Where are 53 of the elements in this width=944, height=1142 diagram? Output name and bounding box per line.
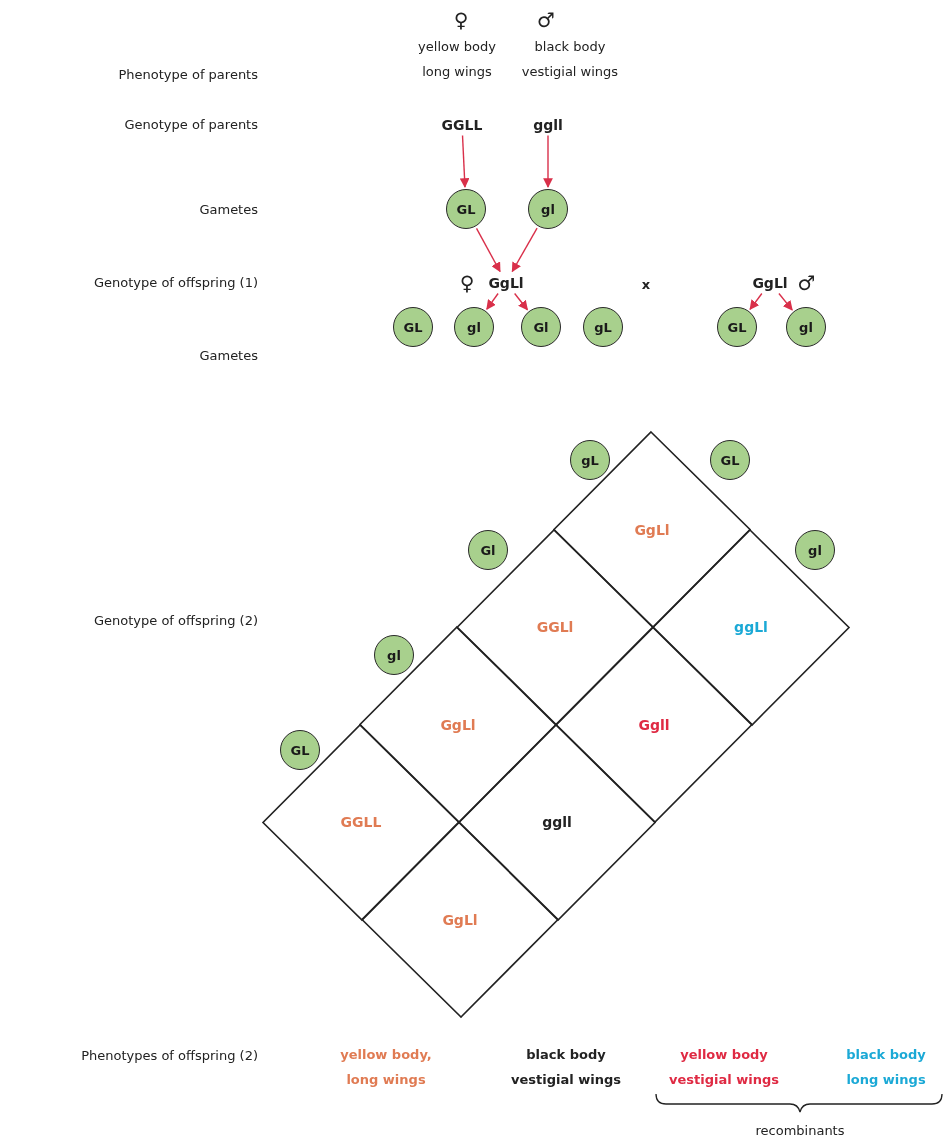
arrow (749, 292, 763, 311)
female-symbol: ♀ (459, 270, 475, 294)
gamete-circle: gl (454, 307, 494, 347)
gamete-circle: gl (374, 635, 414, 675)
gamete-circle: GL (717, 307, 757, 347)
genotype-label: GGLL (441, 116, 483, 133)
genotype-label: ggll (533, 116, 563, 133)
gamete-circle: GL (446, 189, 486, 229)
row-label: Gametes (199, 201, 258, 217)
genotype-label: GgLl (488, 274, 524, 291)
genotype-text: GgLl (442, 911, 478, 928)
male-symbol: ♂ (537, 8, 555, 32)
gamete-circle: gL (583, 307, 623, 347)
genotype-text: GgLl (634, 521, 670, 538)
row-label: Gametes (199, 347, 258, 363)
phenotype-text: black body vestigial wings (510, 1046, 622, 1089)
arrow (543, 134, 553, 188)
arrow (459, 134, 470, 188)
genotype-text: GGLl (536, 619, 574, 635)
arrow (778, 292, 793, 311)
male-symbol: ♂ (797, 270, 816, 294)
gamete-circle: gl (786, 307, 826, 347)
female-symbol: ♀ (453, 8, 469, 32)
arrow (486, 292, 499, 310)
cross-sign: x (641, 276, 651, 292)
row-label: Phenotypes of offspring (2) (81, 1047, 258, 1063)
bracket-label: recombinants (755, 1122, 845, 1138)
gamete-circle: gl (528, 189, 568, 229)
row-label: Genotype of parents (124, 116, 258, 132)
gamete-circle: gL (570, 440, 610, 480)
phenotype-text: black body long wings (845, 1046, 927, 1089)
genotype-text: GgLl (440, 716, 476, 733)
gamete-circle: GL (710, 440, 750, 480)
gamete-circle: GL (393, 307, 433, 347)
row-label: Genotype of offspring (2) (93, 612, 258, 628)
gamete-circle: Gl (521, 307, 561, 347)
gamete-circle: gl (795, 530, 835, 570)
arrow (513, 292, 529, 311)
row-label: Genotype of offspring (1) (93, 274, 258, 290)
gamete-circle: Gl (468, 530, 508, 570)
arrow (475, 227, 501, 273)
row-label: Phenotype of parents (118, 66, 258, 82)
phenotype-text: yellow body long wings (417, 38, 497, 81)
phenotype-text: yellow body, long wings (339, 1046, 433, 1089)
genotype-label: GgLl (752, 274, 788, 291)
genotype-text: ggll (542, 814, 572, 830)
gamete-circle: GL (280, 730, 320, 770)
arrow (511, 227, 538, 273)
genotype-text: ggLl (734, 619, 768, 635)
genotype-text: GGLL (340, 814, 382, 830)
genotype-text: Ggll (638, 716, 670, 733)
phenotype-text: yellow body vestigial wings (668, 1046, 780, 1089)
phenotype-text: black body vestigial wings (520, 38, 620, 81)
